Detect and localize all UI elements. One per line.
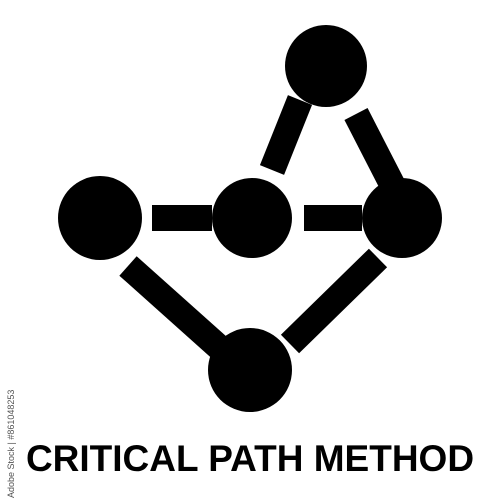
- node-top: [285, 25, 367, 107]
- edge-bottom-right: [280, 248, 388, 354]
- stock-id-label: Adobe Stock | #861048253: [6, 389, 16, 498]
- title-caption: CRITICAL PATH METHOD: [25, 438, 475, 479]
- node-bottom: [208, 328, 292, 412]
- node-right: [362, 178, 442, 258]
- node-center: [212, 178, 292, 258]
- edge-center-top: [259, 95, 313, 175]
- edge-top-right: [344, 108, 406, 194]
- edge-left-bottom: [119, 256, 231, 360]
- node-left: [58, 176, 142, 260]
